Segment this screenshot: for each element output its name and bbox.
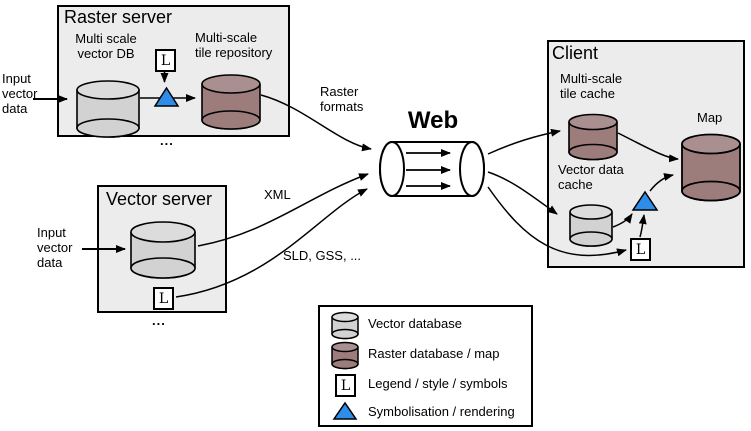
vector-server-db-cylinder bbox=[130, 221, 196, 279]
xml-flow-arrow bbox=[197, 173, 369, 247]
web-title: Web bbox=[407, 107, 459, 134]
legend-item-symbolisation-label: Symbolisation / rendering bbox=[368, 404, 515, 419]
raster-server-vector-db-cylinder bbox=[76, 80, 140, 138]
web-to-tile-cache-arrow bbox=[487, 128, 561, 155]
client-tile-cache-cylinder bbox=[568, 113, 618, 161]
web-to-client-legend-arrow bbox=[487, 186, 627, 257]
legend-symbolisation-triangle-icon bbox=[332, 401, 358, 420]
sld-flow-arrow bbox=[175, 188, 368, 298]
client-vector-cache-label: Vector data cache bbox=[558, 162, 624, 193]
vector-cache-to-triangle-arrow bbox=[612, 213, 633, 228]
client-map-label: Map bbox=[697, 110, 723, 125]
client-symbolisation-triangle-icon bbox=[631, 190, 659, 211]
client-legend-symbol: L bbox=[630, 238, 651, 261]
vector-server-ellipsis: ... bbox=[152, 313, 166, 328]
raster-formats-label: Raster formats bbox=[320, 84, 364, 115]
legend-item-raster-database-label: Raster database / map bbox=[368, 346, 500, 361]
client-vector-cache-cylinder bbox=[569, 204, 613, 247]
raster-server-ellipsis: ... bbox=[160, 133, 174, 148]
legend-item-legend-style-label: Legend / style / symbols bbox=[368, 376, 508, 391]
web-to-vector-cache-arrow bbox=[487, 171, 558, 215]
client-title: Client bbox=[552, 43, 599, 63]
legend-item-vector-database-label: Vector database bbox=[368, 316, 462, 331]
raster-tile-repository-label: Multi-scale tile repository bbox=[195, 30, 273, 61]
client-tile-cache-label: Multi-scale tile cache bbox=[560, 71, 623, 102]
web-pipe bbox=[379, 141, 485, 197]
raster-formats-flow-arrow bbox=[260, 94, 372, 152]
legend-raster-database-icon bbox=[331, 341, 359, 370]
vector-server-title: Vector server bbox=[106, 189, 213, 209]
input-vector-data-bottom-label: Input vector data bbox=[37, 225, 73, 271]
raster-server-title: Raster server bbox=[64, 7, 173, 27]
legend-legend-symbol-icon: L bbox=[335, 374, 356, 397]
raster-vector-db-label: Multi scale vector DB bbox=[75, 31, 137, 62]
raster-symbolisation-triangle-icon bbox=[153, 86, 180, 107]
legend-vector-database-icon bbox=[331, 311, 359, 340]
tile-cache-to-map-arrow bbox=[617, 132, 679, 163]
input-vector-data-top-label: Input vector data bbox=[2, 71, 38, 117]
client-legend-to-triangle-arrow bbox=[638, 214, 647, 238]
xml-label: XML bbox=[264, 187, 291, 202]
vector-server-legend-symbol: L bbox=[153, 287, 174, 310]
raster-server-tile-repository-cylinder bbox=[201, 74, 261, 130]
triangle-to-map-arrow bbox=[649, 173, 674, 192]
raster-server-legend-symbol: L bbox=[155, 49, 176, 72]
sld-gss-label: SLD, GSS, ... bbox=[283, 248, 362, 263]
client-map-cylinder bbox=[681, 133, 741, 202]
